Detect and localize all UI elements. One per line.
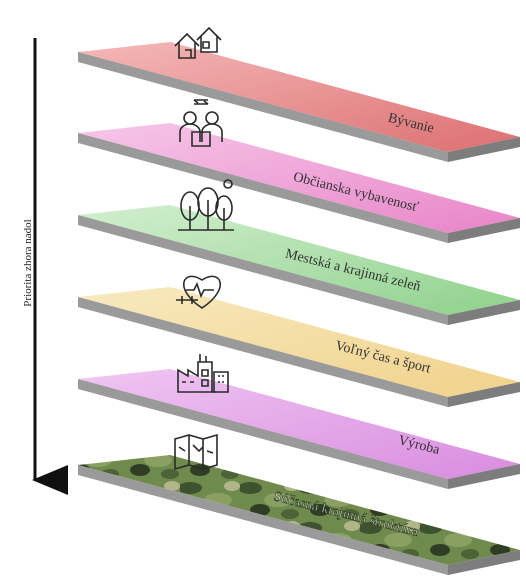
layer-slab	[78, 287, 520, 407]
layer-slab	[78, 369, 520, 489]
layer-slab	[78, 455, 520, 575]
factory-icon	[177, 354, 229, 393]
slab-top	[78, 205, 520, 315]
slab-top	[78, 42, 520, 152]
slab-edge-side	[448, 382, 520, 407]
slab-edge-front	[78, 215, 448, 325]
axis-label: Priorita zhora nadol	[22, 219, 34, 307]
slab-edge-front	[78, 297, 448, 407]
houses-icon	[174, 26, 222, 59]
slab-top	[78, 123, 520, 233]
trees-icon	[178, 179, 234, 231]
layer-slab	[78, 123, 520, 243]
slab-edge-side	[448, 137, 520, 162]
heart-dumbbell-icon	[176, 275, 221, 309]
layer-slab	[78, 205, 520, 325]
people-services-icon	[179, 99, 223, 147]
slab-top	[78, 287, 520, 397]
slab-edge-front	[78, 379, 448, 489]
slab-top	[78, 455, 520, 565]
slab-top	[78, 369, 520, 479]
map-icon	[174, 433, 218, 471]
slab-edge-side	[448, 550, 520, 575]
slab-edge-side	[448, 218, 520, 243]
slab-edge-front	[78, 52, 448, 162]
slab-edge-side	[448, 464, 520, 489]
slab-edge-front	[78, 465, 448, 575]
slab-edge-side	[448, 300, 520, 325]
slab-edge-front	[78, 133, 448, 243]
layer-slab	[78, 42, 520, 162]
